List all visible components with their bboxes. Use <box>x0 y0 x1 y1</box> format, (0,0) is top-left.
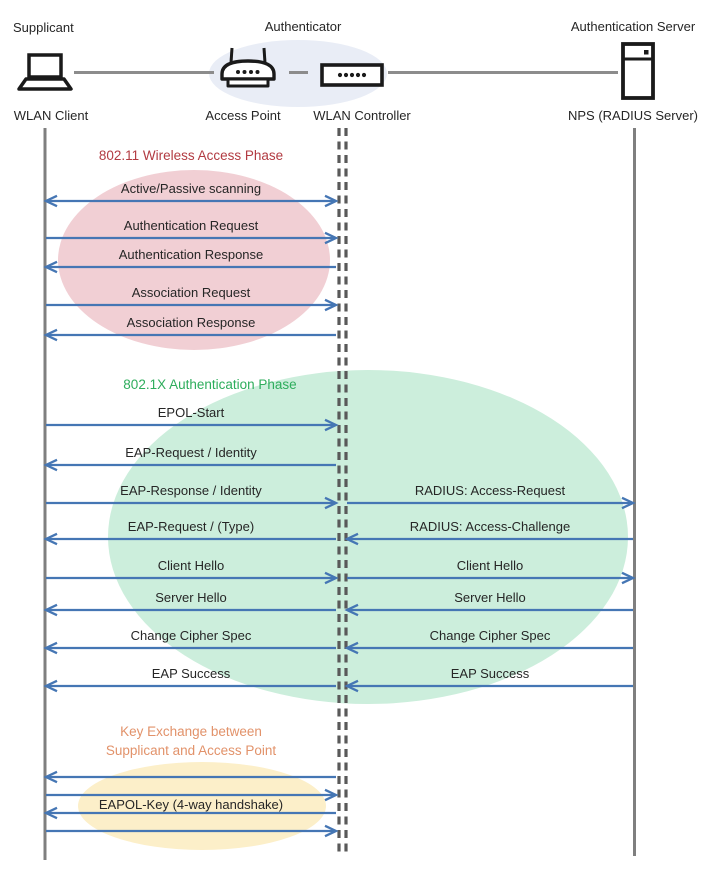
message-arrow <box>43 679 336 693</box>
message-label: EAP-Request / (Type) <box>127 519 255 534</box>
message-label: RADIUS: Access-Request <box>414 483 566 498</box>
message-arrow <box>344 641 633 655</box>
message-label: RADIUS: Access-Challenge <box>409 519 571 534</box>
message-label: Change Cipher Spec <box>130 628 252 643</box>
message-arrow <box>46 824 339 838</box>
message-arrow <box>46 418 339 432</box>
message-label: EAP-Response / Identity <box>120 483 262 498</box>
message-label: EAPOL-Key (4-way handshake) <box>98 797 284 812</box>
phase-3-title: Key Exchange between Supplicant and Acce… <box>105 724 277 758</box>
node-label-wlan-client: WLAN Client <box>13 108 89 123</box>
message-label: Authentication Request <box>123 218 259 233</box>
message-label: Change Cipher Spec <box>429 628 551 643</box>
message-label: Server Hello <box>155 590 227 605</box>
message-label: EAP Success <box>151 666 231 681</box>
message-arrow <box>43 770 336 784</box>
access-point-icon <box>220 47 276 88</box>
server-icon <box>621 42 655 100</box>
message-arrow <box>347 496 636 510</box>
message-arrow <box>344 532 633 546</box>
wlan-controller-icon <box>320 63 384 87</box>
message-arrow <box>43 328 336 342</box>
message-arrow <box>344 603 633 617</box>
message-label: EPOL-Start <box>157 405 225 420</box>
message-arrow <box>43 458 336 472</box>
role-authentication-server: Authentication Server <box>570 19 696 34</box>
message-label: Association Response <box>126 315 256 330</box>
node-label-nps-radius-server: NPS (RADIUS Server) <box>567 108 699 123</box>
message-label: EAP Success <box>450 666 530 681</box>
message-arrow <box>43 532 336 546</box>
message-arrow <box>43 641 336 655</box>
message-arrow <box>43 603 336 617</box>
message-label: Client Hello <box>456 558 524 573</box>
message-label: Association Request <box>131 285 251 300</box>
message-arrow <box>347 571 636 585</box>
message-arrow <box>43 806 336 820</box>
message-label: Server Hello <box>454 590 526 605</box>
role-supplicant: Supplicant <box>13 20 74 35</box>
message-arrow <box>344 679 633 693</box>
message-arrow <box>46 571 339 585</box>
message-arrow <box>43 194 339 208</box>
message-arrow <box>46 231 339 245</box>
message-label: Active/Passive scanning <box>120 181 262 196</box>
message-arrow <box>43 260 336 274</box>
message-label: Authentication Response <box>118 247 264 262</box>
phase-1-title: 802.11 Wireless Access Phase <box>98 148 284 163</box>
phase-2-title: 802.1X Authentication Phase <box>123 377 297 392</box>
role-authenticator: Authenticator <box>264 19 342 34</box>
message-label: EAP-Request / Identity <box>125 445 257 460</box>
message-arrow <box>46 788 339 802</box>
message-label: Client Hello <box>157 558 225 573</box>
message-arrow <box>46 298 339 312</box>
node-label-access-point: Access Point <box>205 108 281 123</box>
laptop-icon <box>17 53 73 91</box>
message-arrow <box>46 496 339 510</box>
node-label-wlan-controller: WLAN Controller <box>313 108 411 123</box>
